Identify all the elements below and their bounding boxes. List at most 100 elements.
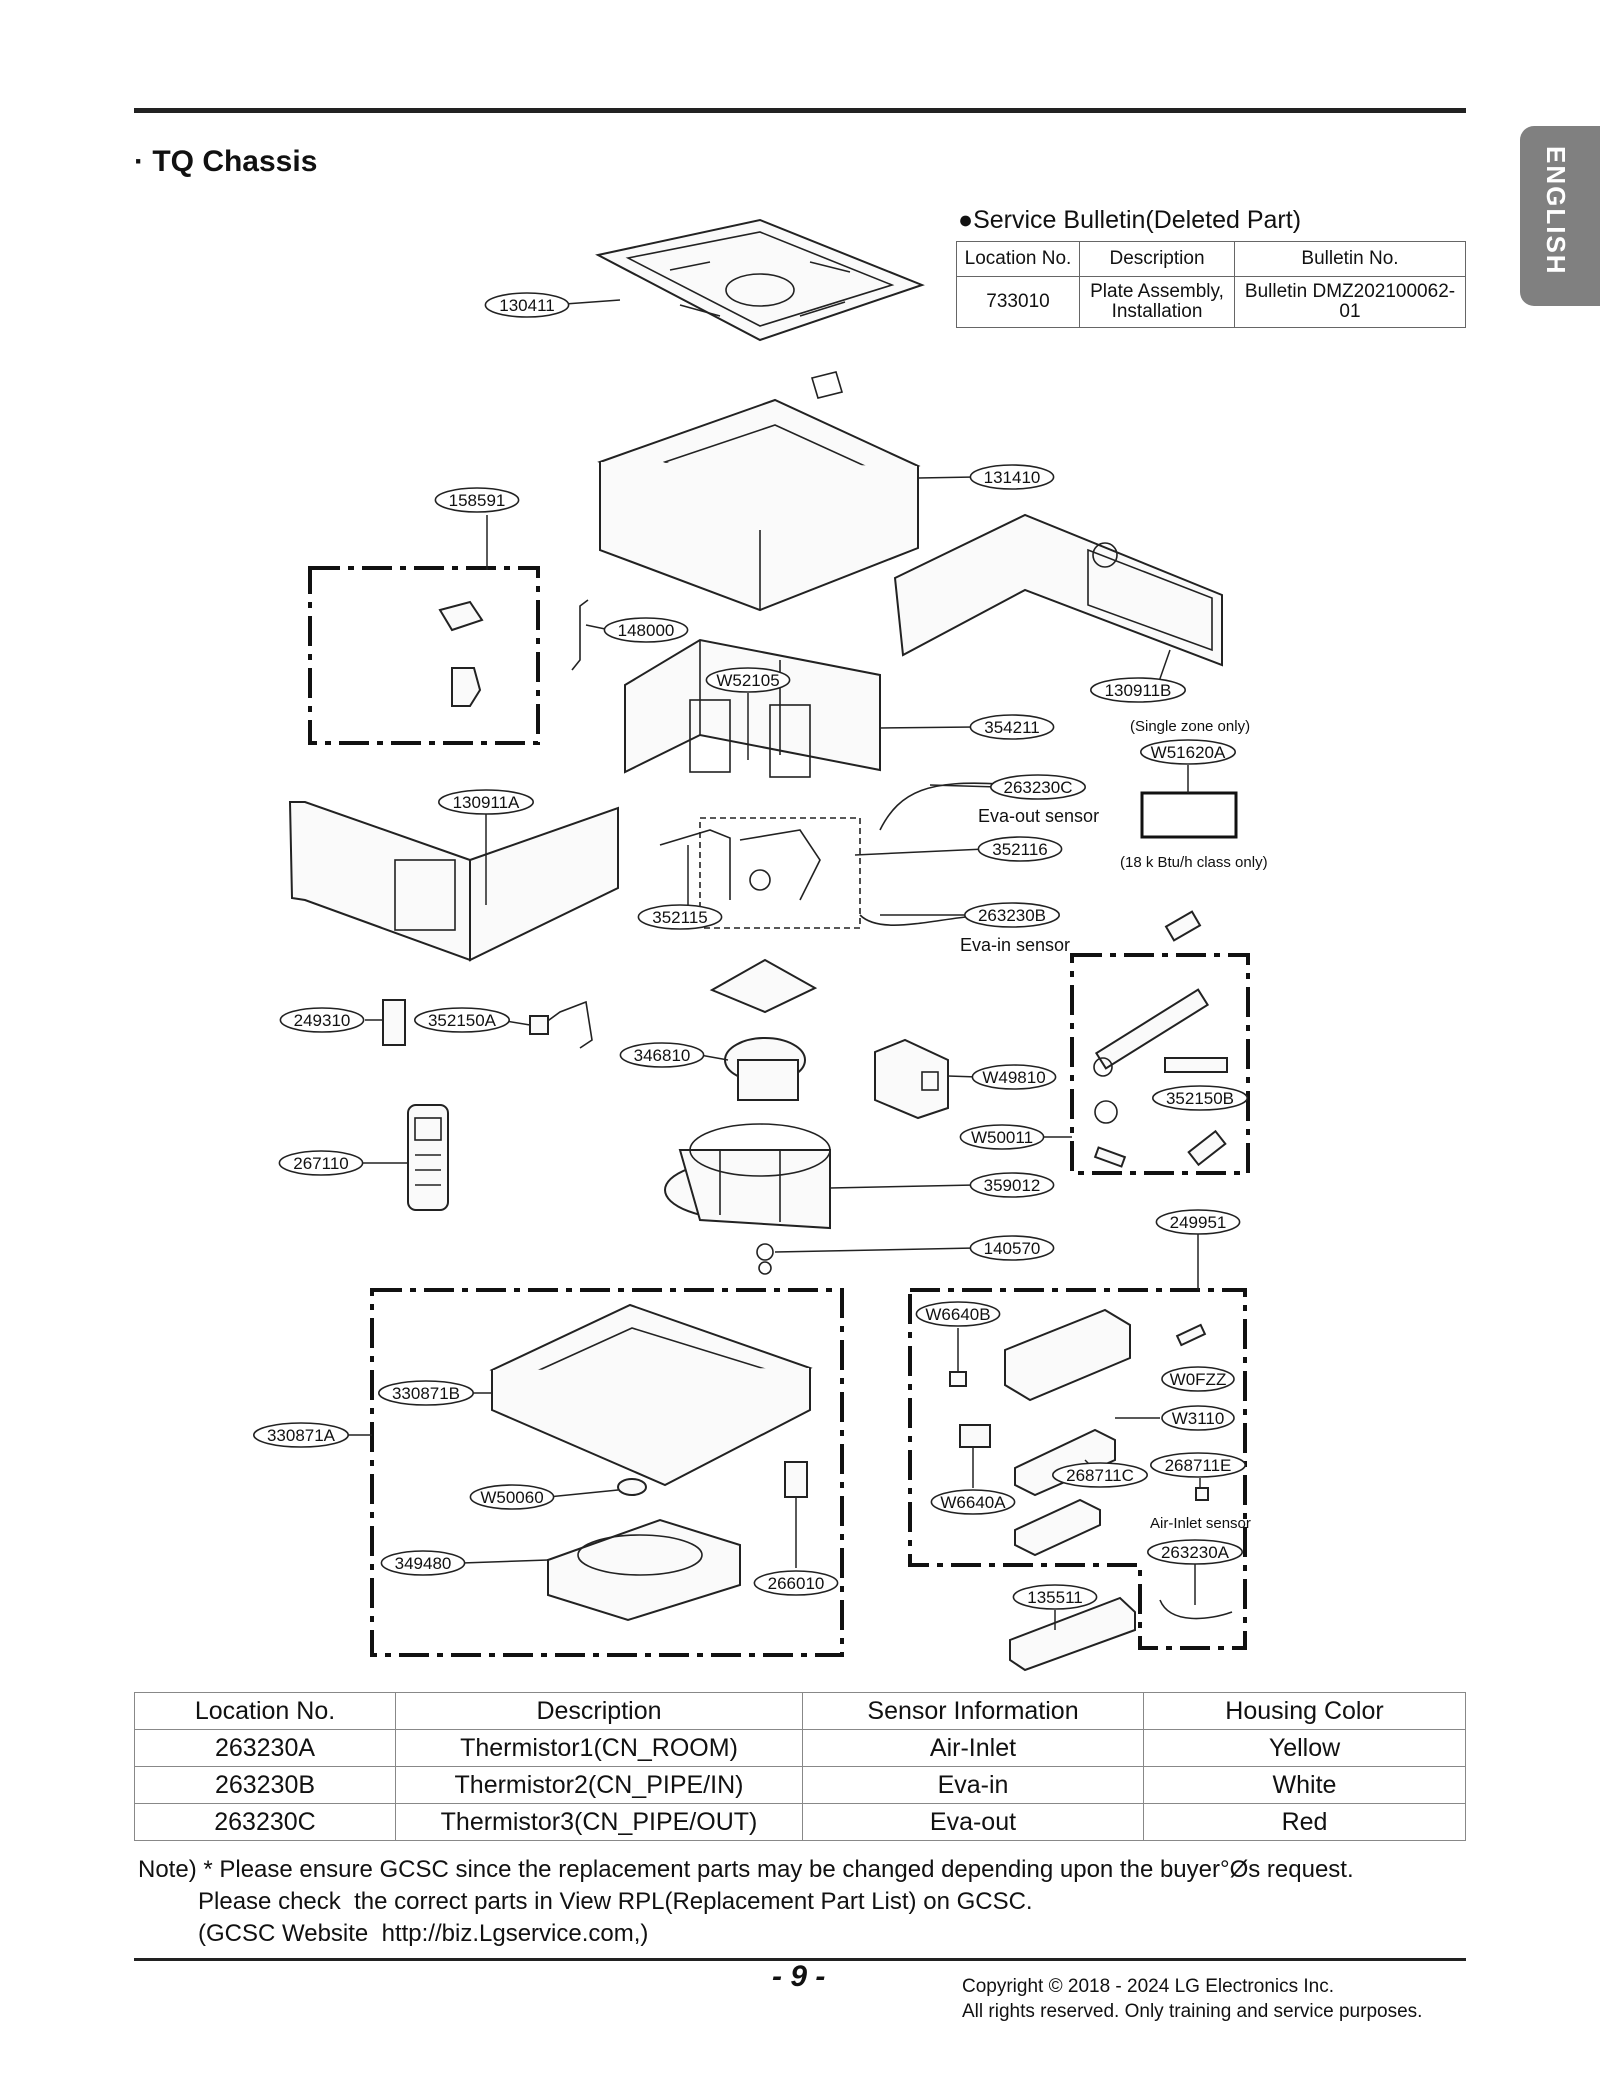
side-panel-b-part bbox=[893, 513, 1223, 667]
note-line: (GCSC Website http://biz.Lgservice.com,) bbox=[138, 1920, 649, 1947]
remote-control-part bbox=[407, 1104, 449, 1211]
callout-ellipse bbox=[969, 714, 1055, 740]
callout-ellipse bbox=[1155, 1209, 1241, 1235]
callout-label: 352150A bbox=[428, 1011, 497, 1030]
bulletin-table: Location No. Description Bulletin No. 73… bbox=[956, 241, 1466, 328]
callout-ellipse bbox=[989, 774, 1086, 800]
sensor-table: Location No. Description Sensor Informat… bbox=[134, 1692, 1466, 1841]
callout-label: 330871B bbox=[392, 1384, 460, 1403]
callout-ellipse bbox=[1140, 739, 1237, 765]
note-block: Note) * Please ensure GCSC since the rep… bbox=[138, 1854, 1354, 1950]
side-panel-a-part bbox=[288, 801, 619, 962]
callout-label: 349480 bbox=[395, 1554, 452, 1573]
bulletin-row: 733010 Plate Assembly, Installation Bull… bbox=[956, 276, 1466, 328]
bulletin-header-row: Location No. Description Bulletin No. bbox=[956, 241, 1466, 277]
callout-label: W51620A bbox=[1151, 743, 1226, 762]
caption-btu-class: (18 k Btu/h class only) bbox=[1120, 854, 1268, 871]
callout-label: 249310 bbox=[294, 1011, 351, 1030]
exploded-parts-diagram: 130411131410158591148000W52105130911B354… bbox=[253, 218, 1268, 1672]
callout-ellipse bbox=[1161, 1405, 1235, 1431]
callout-label: 148000 bbox=[618, 621, 675, 640]
callout-label: W6640A bbox=[940, 1493, 1006, 1512]
callout-label: 330871A bbox=[267, 1426, 336, 1445]
sensor-cell: Eva-in bbox=[802, 1766, 1144, 1804]
callout-ellipse bbox=[1012, 1584, 1098, 1610]
callout-ellipse bbox=[915, 1301, 1001, 1327]
callout-ellipse bbox=[1150, 1452, 1247, 1478]
sensor-cell: Thermistor1(CN_ROOM) bbox=[395, 1729, 803, 1767]
caption-air-inlet: Air-Inlet sensor bbox=[1150, 1515, 1251, 1532]
callout-ellipse bbox=[434, 487, 520, 513]
callout-ellipse bbox=[377, 1380, 474, 1406]
callout-ellipse bbox=[1161, 1366, 1235, 1392]
callout-ellipse bbox=[971, 1064, 1057, 1090]
callout-label: 135511 bbox=[1027, 1588, 1082, 1607]
copyright-line: All rights reserved. Only training and s… bbox=[962, 2001, 1423, 2022]
callout-ellipse bbox=[963, 902, 1060, 928]
callout-ellipse bbox=[469, 1484, 555, 1510]
page-title: · TQ Chassis bbox=[134, 145, 318, 178]
sensor-cell: 263230B bbox=[134, 1766, 396, 1804]
callout-label: 354211 bbox=[984, 718, 1039, 737]
sensor-row: 263230C Thermistor3(CN_PIPE/OUT) Eva-out… bbox=[134, 1803, 1466, 1841]
caption-eva-in: Eva-in sensor bbox=[960, 935, 1070, 955]
callout-label: 263230C bbox=[1003, 778, 1072, 797]
pcb-assembly-box bbox=[908, 1288, 1247, 1650]
bulletin-header-number: Bulletin No. bbox=[1234, 241, 1466, 277]
sensor-row: 263230B Thermistor2(CN_PIPE/IN) Eva-in W… bbox=[134, 1766, 1466, 1804]
callout-label: 268711C bbox=[1066, 1466, 1134, 1485]
note-line: Note) * Please ensure GCSC since the rep… bbox=[138, 1856, 1354, 1883]
callout-ellipse bbox=[380, 1550, 466, 1576]
callout-ellipse bbox=[753, 1570, 839, 1596]
callout-label: W50060 bbox=[480, 1488, 543, 1507]
sensor-cell: White bbox=[1143, 1766, 1466, 1804]
callout-label: W52105 bbox=[716, 671, 779, 690]
callout-ellipse bbox=[413, 1007, 510, 1033]
evaporator-coil-part bbox=[624, 638, 881, 778]
callout-label: 263230A bbox=[1161, 1543, 1230, 1562]
callout-ellipse bbox=[1090, 677, 1187, 703]
callout-label: 130911A bbox=[453, 793, 520, 812]
language-tab[interactable]: ENGLISH bbox=[1520, 126, 1600, 306]
callout-label: W50011 bbox=[971, 1128, 1033, 1147]
bulletin-description: Plate Assembly, Installation bbox=[1079, 276, 1235, 328]
callout-label: W6640B bbox=[925, 1305, 990, 1324]
caption-eva-out: Eva-out sensor bbox=[978, 806, 1099, 826]
page-number: - 9 - bbox=[772, 1960, 826, 1993]
caption-single-zone: (Single zone only) bbox=[1130, 718, 1250, 735]
callout-label: 352150B bbox=[1166, 1089, 1234, 1108]
bracket-part bbox=[571, 599, 589, 671]
sensor-cell: Thermistor2(CN_PIPE/IN) bbox=[395, 1766, 803, 1804]
accessory-kit-box bbox=[1070, 910, 1250, 1175]
callout-ellipse bbox=[1152, 1085, 1249, 1111]
callout-label: 131410 bbox=[984, 468, 1041, 487]
top-plate-part bbox=[595, 218, 925, 399]
sensor-header-location: Location No. bbox=[134, 1692, 396, 1730]
callout-label: 267110 bbox=[293, 1154, 348, 1173]
sensor-header-color: Housing Color bbox=[1143, 1692, 1466, 1730]
callout-ellipse bbox=[437, 789, 534, 815]
sensor-row: 263230A Thermistor1(CN_ROOM) Air-Inlet Y… bbox=[134, 1729, 1466, 1767]
callout-ellipse bbox=[603, 617, 689, 643]
copyright: Copyright © 2018 - 2024 LG Electronics I… bbox=[962, 1974, 1422, 2024]
callout-ellipse bbox=[278, 1150, 364, 1176]
pcb-cover-part bbox=[1009, 1596, 1136, 1672]
note-line: Please check the correct parts in View R… bbox=[138, 1888, 1033, 1915]
grille-frame-box bbox=[370, 1288, 844, 1657]
callout-ellipse bbox=[969, 464, 1055, 490]
control-parts-box bbox=[308, 566, 540, 745]
callout-label: 359012 bbox=[984, 1176, 1041, 1195]
callout-ellipse bbox=[977, 836, 1063, 862]
copyright-line: Copyright © 2018 - 2024 LG Electronics I… bbox=[962, 1976, 1335, 1997]
language-tab-label: ENGLISH bbox=[1541, 146, 1571, 276]
callout-label: 352115 bbox=[652, 908, 707, 927]
air-inlet-sensor-wire bbox=[1159, 1599, 1233, 1620]
callout-ellipse bbox=[279, 1007, 365, 1033]
callout-label: 352116 bbox=[992, 840, 1047, 859]
sensor-cell: Thermistor3(CN_PIPE/OUT) bbox=[395, 1803, 803, 1841]
sensor-cell: 263230A bbox=[134, 1729, 396, 1767]
piping-assembly-part bbox=[659, 782, 1001, 929]
callout-ellipse bbox=[969, 1172, 1055, 1198]
bulletin-header-location: Location No. bbox=[956, 241, 1080, 277]
callout-label: 263230B bbox=[978, 906, 1046, 925]
